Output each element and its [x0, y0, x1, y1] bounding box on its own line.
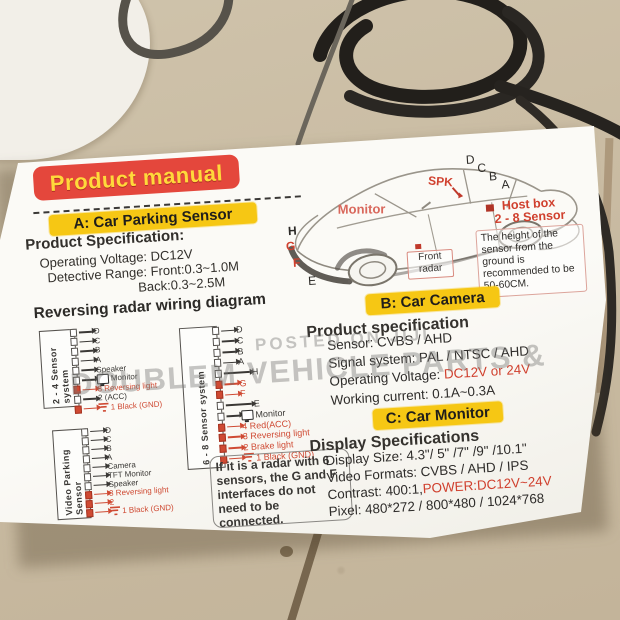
wire-arrow: [224, 382, 238, 386]
monitor-icon: [241, 409, 254, 421]
wire-arrow: [91, 456, 105, 460]
connector-pin: [82, 445, 90, 455]
wire-arrow: [80, 349, 94, 353]
connector-pin: [80, 427, 89, 437]
wire-arrow: [226, 414, 240, 418]
wire-arrow: [94, 501, 108, 505]
front-port-f: F: [292, 255, 301, 270]
connector-pin: [69, 328, 78, 337]
connector-pin: [214, 369, 223, 379]
wire-arrow: [83, 397, 97, 401]
rear-port-a: A: [501, 177, 510, 192]
wire-arrow: [79, 340, 93, 343]
connector-pin: [81, 436, 90, 446]
wire-arrow: [90, 429, 104, 433]
connector-pin: [73, 385, 81, 395]
rear-port-d: D: [465, 152, 475, 167]
connector-pin: [215, 391, 224, 400]
wire-arrow: [223, 361, 237, 364]
manual-page: Product manual A: Car Parking Sensor Pro…: [18, 126, 606, 538]
wire-arrow: [81, 368, 95, 372]
pin-list-6-8-sensor: DCBAHGFEMonitor4 Red(ACC)3 Reversing lig…: [211, 320, 315, 465]
connector-pin: [84, 481, 92, 490]
floor-stain: [280, 546, 293, 557]
section-c-spec-list: Display Size: 4.3"/ 5" /7" /9" /10.1"Vid…: [325, 439, 553, 521]
wire-arrow: [223, 371, 250, 375]
front-radar-label: Front radar: [406, 248, 455, 280]
pin-label: 1 Black (GND): [121, 502, 174, 516]
wire-arrow: [221, 329, 235, 332]
connector-pin: [211, 327, 220, 336]
connector-pin: [71, 357, 80, 366]
pin-label: 1 Black (GND): [110, 399, 163, 412]
connector-pin: [83, 472, 92, 481]
spk-label: SPK: [427, 173, 454, 190]
connector-pin: [83, 463, 91, 472]
wire-arrow: [81, 378, 95, 381]
monitor-icon: [96, 373, 110, 385]
wire-arrow: [95, 510, 109, 514]
front-sensor-dot: [415, 243, 422, 250]
wire-arrow: [83, 407, 97, 410]
connector-pin: [217, 412, 225, 421]
connector-pin: [212, 337, 221, 347]
connector-pin: [215, 380, 223, 389]
connector-pin: [218, 433, 227, 443]
wire-arrow: [92, 474, 107, 478]
wire-arrow: [228, 446, 242, 450]
rear-port-b: B: [488, 168, 498, 184]
manual-title: Product manual: [32, 154, 241, 202]
monitor-label: Monitor: [337, 201, 386, 217]
wire-arrow: [227, 425, 241, 428]
connector-pin: [213, 359, 222, 368]
connector-pin: [70, 338, 78, 347]
connector-pin: [85, 499, 93, 508]
connector-pin: [73, 395, 82, 404]
wire-arrow: [221, 339, 235, 343]
wire-arrow: [225, 403, 252, 407]
connector-pin: [70, 347, 79, 357]
host-box-dot: [485, 204, 495, 212]
wiring-diagram-heading: Reversing radar wiring diagram: [33, 290, 267, 323]
front-port-h: H: [287, 223, 298, 239]
wire-arrow: [222, 350, 236, 354]
front-port-e: E: [307, 273, 317, 289]
wire-arrow: [227, 435, 241, 439]
connector-pin: [217, 423, 226, 432]
connector-pin: [84, 490, 93, 499]
connector-pin: [216, 401, 225, 411]
wire-arrow: [90, 438, 104, 442]
wire-arrow: [93, 483, 107, 487]
connector-pin: [219, 444, 227, 453]
wire-arrow: [94, 492, 108, 496]
wire-arrow: [78, 330, 92, 334]
connector-pin: [74, 405, 83, 414]
connector-pin: [72, 376, 81, 385]
wire-arrow: [91, 447, 105, 451]
wire-arrow: [225, 393, 239, 396]
connector-pin: [72, 366, 80, 376]
connector-pin: [213, 348, 221, 357]
wire-arrow: [80, 359, 94, 362]
wire-arrow: [82, 388, 96, 391]
connector-pin: [82, 454, 91, 464]
rear-port-c: C: [476, 160, 487, 176]
connector-pin: [86, 508, 94, 517]
front-port-g: G: [285, 238, 296, 254]
wire-arrow: [92, 465, 106, 469]
